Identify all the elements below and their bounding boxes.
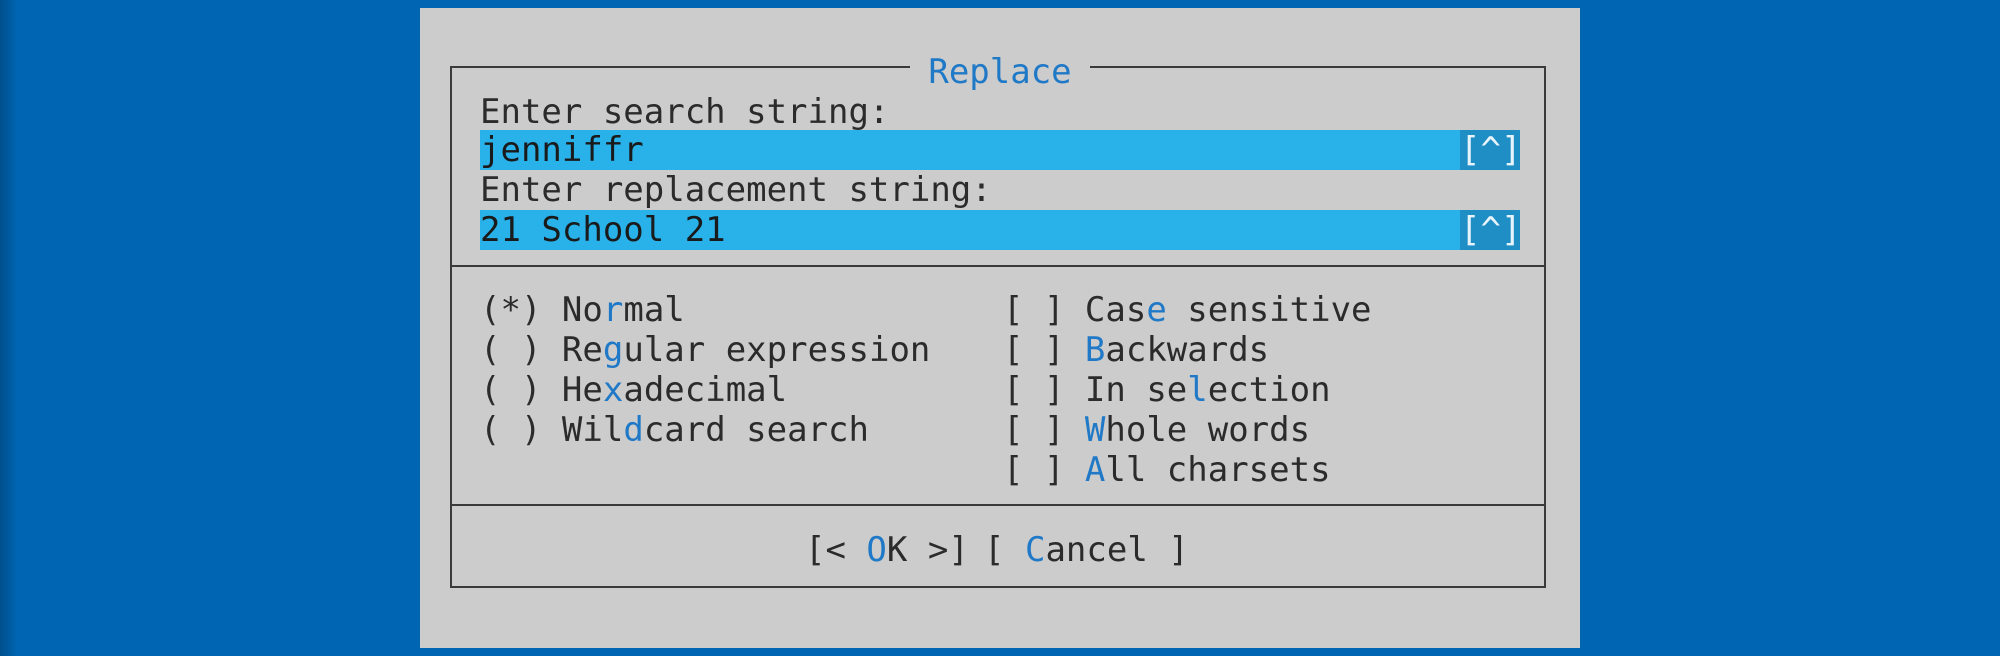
search-input-value[interactable]: jenniffr (480, 130, 644, 170)
replace-dialog (420, 8, 1580, 648)
search-history-button[interactable]: [^] (1460, 130, 1522, 170)
search-input[interactable]: jenniffr [^] (480, 130, 1522, 170)
checkbox-all-charsets[interactable]: [ ] All charsets (1003, 450, 1331, 490)
radio-hexadecimal[interactable]: ( ) Hexadecimal (480, 370, 788, 410)
radio-regular-expression[interactable]: ( ) Regular expression (480, 330, 931, 370)
replace-input[interactable]: 21 School 21 [^] (480, 210, 1522, 250)
screen-edge-shade (0, 0, 18, 656)
dialog-title: Replace (420, 50, 1580, 94)
checkbox-case-sensitive[interactable]: [ ] Case sensitive (1003, 290, 1372, 330)
replace-history-button[interactable]: [^] (1460, 210, 1522, 250)
radio-normal[interactable]: (*) Normal (480, 290, 685, 330)
replace-input-value[interactable]: 21 School 21 (480, 210, 726, 250)
divider-bottom (450, 504, 1546, 506)
radio-wildcard-search[interactable]: ( ) Wildcard search (480, 410, 869, 450)
checkbox-backwards[interactable]: [ ] Backwards (1003, 330, 1270, 370)
divider-top (450, 265, 1546, 267)
replace-label: Enter replacement string: (480, 170, 992, 210)
checkbox-in-selection[interactable]: [ ] In selection (1003, 370, 1331, 410)
search-label: Enter search string: (480, 92, 890, 132)
checkbox-whole-words[interactable]: [ ] Whole words (1003, 410, 1311, 450)
cancel-button[interactable]: [ Cancel ] (984, 530, 1189, 570)
ok-button[interactable]: [< OK >] (805, 530, 969, 570)
